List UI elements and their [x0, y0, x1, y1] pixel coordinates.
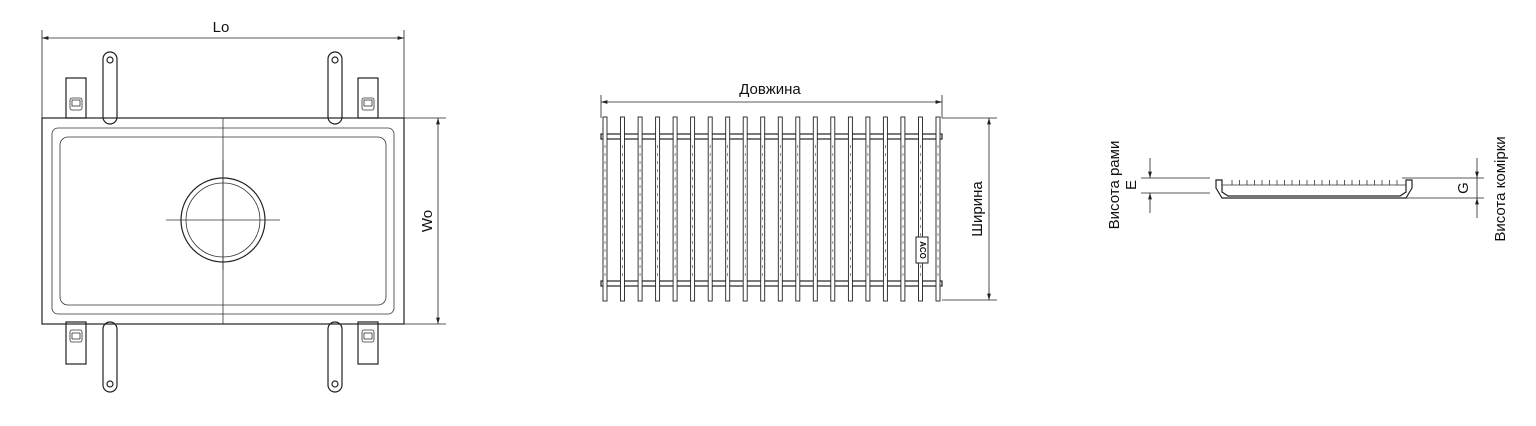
aco-logo-plate: ACO [915, 236, 929, 264]
mounting-strap-bottom-left [102, 321, 118, 393]
length-label-dovzhyna: Довжина [739, 81, 801, 98]
length-dimension-lo: Lo [41, 19, 405, 118]
corner-clamp-top-right [357, 77, 379, 119]
mounting-strap-top-left [102, 51, 118, 125]
cross-bar-bottom [600, 280, 943, 287]
aco-logo-text: ACO [918, 241, 927, 259]
mounting-strap-bottom-right [327, 321, 343, 393]
cell-height-label: Висота комірки [1492, 136, 1509, 241]
frame-height-label: Висота рами [1106, 141, 1123, 230]
width-label-shyryna: Ширина [969, 181, 986, 237]
grating-section-view: Висота рами E G Висота комірки [1106, 136, 1509, 241]
profile-bar-ticks [1231, 180, 1398, 185]
outlet-circle [166, 160, 280, 270]
frame-height-dimension [1141, 158, 1210, 213]
housing-top-view: Lo [41, 19, 446, 393]
corner-clamp-top-left [65, 77, 87, 119]
corner-clamp-bottom-left [65, 321, 87, 365]
width-dimension-shyryna: Ширина [942, 117, 997, 301]
cell-height-dimension [1402, 158, 1484, 218]
width-label-wo: Wo [419, 210, 436, 232]
cell-height-symbol: G [1455, 182, 1472, 194]
grating-bars [602, 116, 941, 302]
cross-bar-top [600, 133, 943, 140]
grating-top-view: Довжина ACO Ширина [600, 81, 997, 302]
width-dimension-wo: Wo [404, 117, 446, 325]
corner-clamp-bottom-right [357, 321, 379, 365]
length-dimension-dovzhyna: Довжина [600, 81, 943, 118]
length-label-lo: Lo [213, 19, 230, 36]
mounting-strap-top-right [327, 51, 343, 125]
grating-profile [1215, 179, 1413, 199]
frame-height-symbol: E [1123, 180, 1140, 190]
